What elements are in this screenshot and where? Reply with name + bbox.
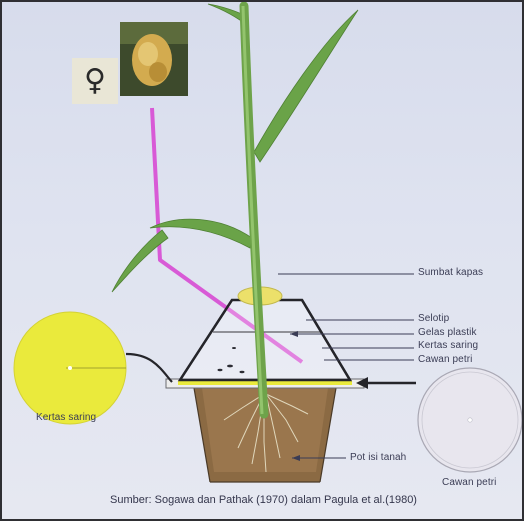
source-caption: Sumber: Sogawa dan Pathak (1970) dalam P… [110, 494, 417, 506]
petri-dish-arrow [356, 377, 416, 389]
label-petri-dish-right: Cawan petri [418, 354, 472, 365]
female-symbol-box: ♀ [72, 58, 118, 104]
label-filter-paper-left: Kertas saring [36, 412, 96, 423]
label-filter-paper-right: Kertas saring [418, 340, 478, 351]
filter-paper-connector [126, 354, 172, 382]
female-symbol-icon: ♀ [84, 66, 106, 96]
label-plastic-cup: Gelas plastik [418, 327, 477, 338]
label-petri-dish-bottom: Cawan petri [442, 477, 496, 488]
petri-dish-disk [418, 368, 522, 472]
label-tape: Selotip [418, 313, 449, 324]
label-cotton-plug: Sumbat kapas [418, 267, 483, 278]
label-soil-pot: Pot isi tanah [350, 452, 406, 463]
female-insect-photo [120, 22, 188, 96]
filter-paper-disk [14, 312, 126, 424]
